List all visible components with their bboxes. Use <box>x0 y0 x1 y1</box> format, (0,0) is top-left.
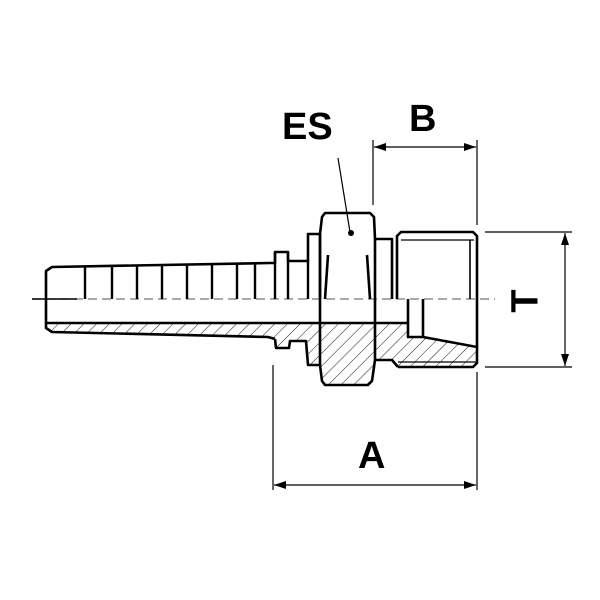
es-leader-line <box>337 157 351 233</box>
section-hatch <box>47 323 477 385</box>
label-t: T <box>504 289 547 313</box>
extension-lines <box>272 140 572 490</box>
label-b: B <box>409 98 437 140</box>
es-point-icon <box>348 230 354 236</box>
label-es: ES <box>282 106 333 148</box>
dimension-lines <box>274 143 569 489</box>
label-a: A <box>358 435 386 477</box>
barb-lines <box>83 252 310 299</box>
